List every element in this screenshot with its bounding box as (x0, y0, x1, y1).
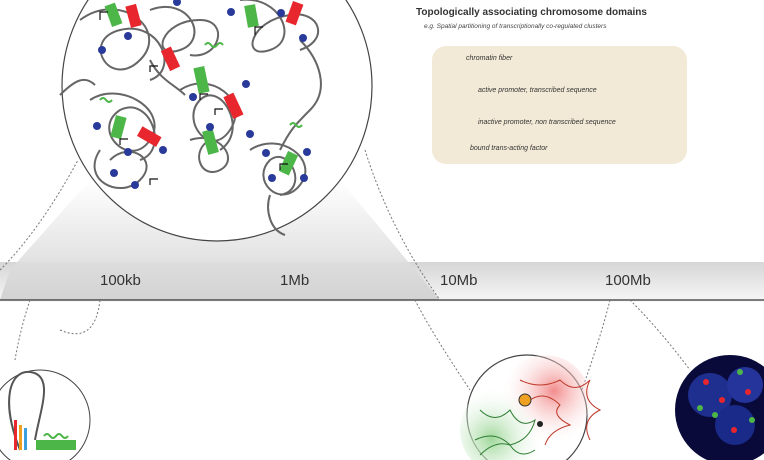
locus-marker (518, 393, 532, 407)
bound-factors (93, 0, 311, 189)
active-promoters (104, 2, 299, 176)
legend-active-label: active promoter, transcribed sequence (478, 87, 597, 94)
legend-inactive-label: inactive promoter, non transcribed seque… (478, 119, 616, 126)
scale-label-100mb: 100Mb (605, 272, 651, 289)
nucleus-detail (688, 367, 763, 445)
legend-panel (432, 46, 687, 164)
diagram-subtitle: e.g. Spatial partitioning of transcripti… (424, 23, 607, 30)
zoom-guides (0, 149, 691, 396)
scale-label-100kb: 100kb (100, 272, 141, 289)
territory-fibers (474, 379, 602, 456)
promoter-arrows (99, 11, 288, 185)
scale-label-1mb: 1Mb (280, 272, 310, 289)
legend-factor-label: bound trans-acting factor (470, 145, 548, 152)
scale-label-10mb: 10Mb (440, 272, 478, 289)
transcripts (99, 42, 303, 128)
diagram-title: Topologically associating chromosome dom… (416, 7, 647, 18)
locus-dot (537, 421, 543, 427)
loop-detail (8, 370, 76, 451)
legend-fiber-label: chromatin fiber (466, 55, 513, 62)
inactive-promoters (125, 0, 304, 147)
